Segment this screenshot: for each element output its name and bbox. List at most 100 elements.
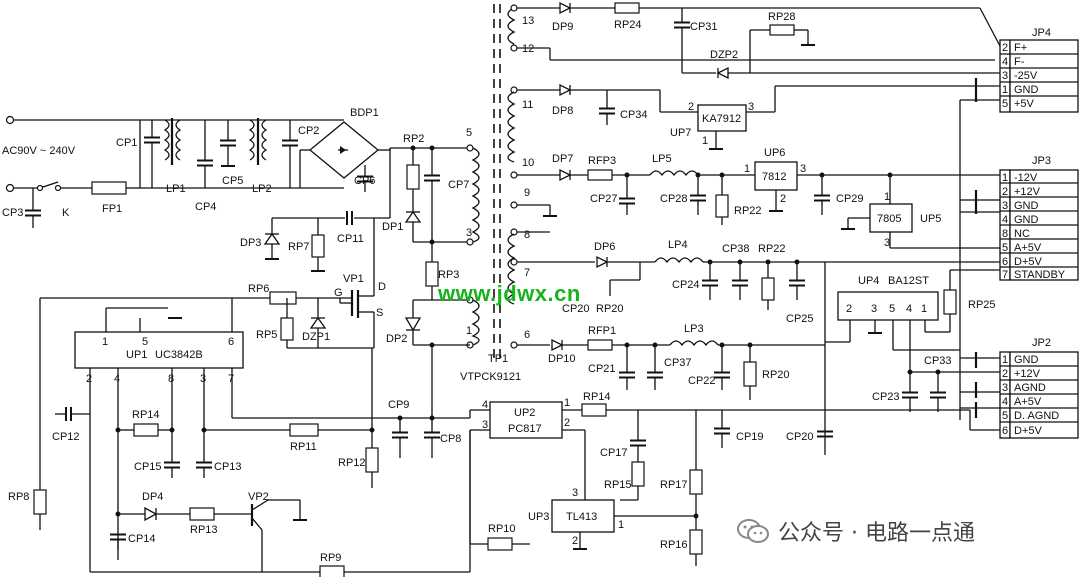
label-rp14b: RP14 — [583, 391, 611, 403]
label-cp20: CP20 — [786, 431, 814, 443]
label-rp2: RP2 — [403, 133, 424, 145]
labels: AC90V ~ 240V CP1 LP1 CP4 CP5 LP2 CP2 BDP… — [2, 11, 1066, 564]
label-ba12st: BA12ST — [888, 275, 929, 287]
label-dp1: DP1 — [382, 221, 403, 233]
label-tl413: TL413 — [566, 511, 597, 523]
label-rp3: RP3 — [438, 269, 459, 281]
pin-label: 2 — [780, 193, 786, 205]
connector-jp2 — [999, 351, 1079, 439]
label-lp2: LP2 — [252, 183, 272, 195]
label-cp8: CP8 — [440, 433, 461, 445]
jp2-label: GND — [1014, 354, 1039, 366]
jp2-label: A+5V — [1014, 396, 1042, 408]
pin-label: 3 — [884, 237, 890, 249]
label-up3: UP3 — [528, 511, 549, 523]
label-uc3842b: UC3842B — [155, 349, 203, 361]
label-rp7: RP7 — [288, 241, 309, 253]
pin-label: 3 — [800, 163, 806, 175]
label-dzp1: DZP1 — [302, 331, 330, 343]
pin-label: D — [378, 281, 386, 293]
label-rp13: RP13 — [190, 524, 218, 536]
label-vp2: VP2 — [248, 491, 269, 503]
label-rp12: RP12 — [338, 457, 366, 469]
label-7812: 7812 — [762, 171, 786, 183]
pin-label: 8 — [168, 373, 174, 385]
pin-label: 1 — [102, 336, 108, 348]
label-cp28: CP28 — [660, 193, 688, 205]
jp3-pin: 5 — [1002, 242, 1008, 254]
pin-label: G — [334, 287, 343, 299]
label-up6: UP6 — [764, 147, 785, 159]
input-section — [5, 115, 470, 228]
jp4-label: GND — [1014, 84, 1039, 96]
jp4-label: -25V — [1014, 70, 1038, 82]
label-rp11: RP11 — [290, 441, 317, 453]
label-cp9: CP9 — [388, 399, 409, 411]
label-dp6: DP6 — [594, 241, 615, 253]
label-lp5: LP5 — [652, 153, 672, 165]
jp4-pin: 2 — [1002, 42, 1008, 54]
pin-label: 5 — [142, 336, 148, 348]
label-k: K — [62, 207, 70, 219]
jp2-pin: 1 — [1002, 354, 1008, 366]
wechat-icon — [737, 519, 769, 543]
label-cp19: CP19 — [736, 431, 764, 443]
label-cp1: CP1 — [116, 137, 137, 149]
jp4-pin: 5 — [1002, 98, 1008, 110]
label-up4: UP4 — [858, 275, 879, 287]
pin-label: 1 — [564, 397, 570, 409]
pin-label: 2 — [688, 101, 694, 113]
label-lp4: LP4 — [668, 239, 688, 251]
label-cp12: CP12 — [52, 431, 80, 443]
jp3-label: STANDBY — [1014, 269, 1066, 281]
label-cp22: CP22 — [688, 375, 716, 387]
jp4-pin: 1 — [1002, 84, 1008, 96]
pin-label: 5 — [466, 127, 472, 139]
primary-section — [33, 144, 480, 577]
pin-label: 3 — [572, 487, 578, 499]
jp2-label: +12V — [1014, 368, 1041, 380]
label-rfp1: RFP1 — [588, 325, 616, 337]
jp4-title: JP4 — [1032, 27, 1051, 39]
secondary-section — [432, 1, 1001, 566]
label-lp1: LP1 — [166, 183, 186, 195]
label-cp24: CP24 — [672, 279, 700, 291]
input-voltage-label: AC90V ~ 240V — [2, 145, 76, 157]
label-dp7: DP7 — [552, 153, 573, 165]
label-cp2: CP2 — [298, 125, 319, 137]
jp2-pin: 6 — [1002, 425, 1008, 437]
label-cp23: CP23 — [872, 391, 900, 403]
label-bdp1: BDP1 — [350, 107, 379, 119]
pin-label: 3 — [871, 303, 877, 315]
jp4-label: +5V — [1014, 98, 1035, 110]
jp3-pin: 2 — [1002, 186, 1008, 198]
label-rp17: RP17 — [660, 479, 688, 491]
jp3-label: D+5V — [1014, 256, 1042, 268]
pin-label: 2 — [564, 417, 570, 429]
pin-label: 13 — [522, 15, 534, 27]
jp4-pin: 3 — [1002, 70, 1008, 82]
label-cp11: CP11 — [337, 233, 364, 245]
label-dp9: DP9 — [552, 21, 573, 33]
label-dp3: DP3 — [240, 237, 261, 249]
jp2-label: AGND — [1014, 382, 1046, 394]
label-dp2: DP2 — [386, 333, 407, 345]
brand-text: 公众号 · 电路一点通 — [778, 521, 975, 546]
jp3-label: GND — [1014, 214, 1039, 226]
label-rp16: RP16 — [660, 539, 688, 551]
pin-label: 4 — [906, 303, 912, 315]
label-cp34: CP34 — [620, 109, 648, 121]
label-cp37: CP37 — [664, 357, 692, 369]
jp3-label: NC — [1014, 228, 1030, 240]
pin-label: 2 — [846, 303, 852, 315]
label-cp15: CP15 — [134, 461, 162, 473]
label-up5: UP5 — [920, 213, 941, 225]
pin-label: 8 — [524, 229, 530, 241]
connector-jp4 — [999, 39, 1079, 113]
pin-label: 6 — [524, 329, 530, 341]
label-rp22b: RP22 — [758, 243, 786, 255]
label-cp7: CP7 — [448, 179, 469, 191]
jp2-pin: 3 — [1002, 382, 1008, 394]
pin-label: 1 — [884, 191, 890, 203]
